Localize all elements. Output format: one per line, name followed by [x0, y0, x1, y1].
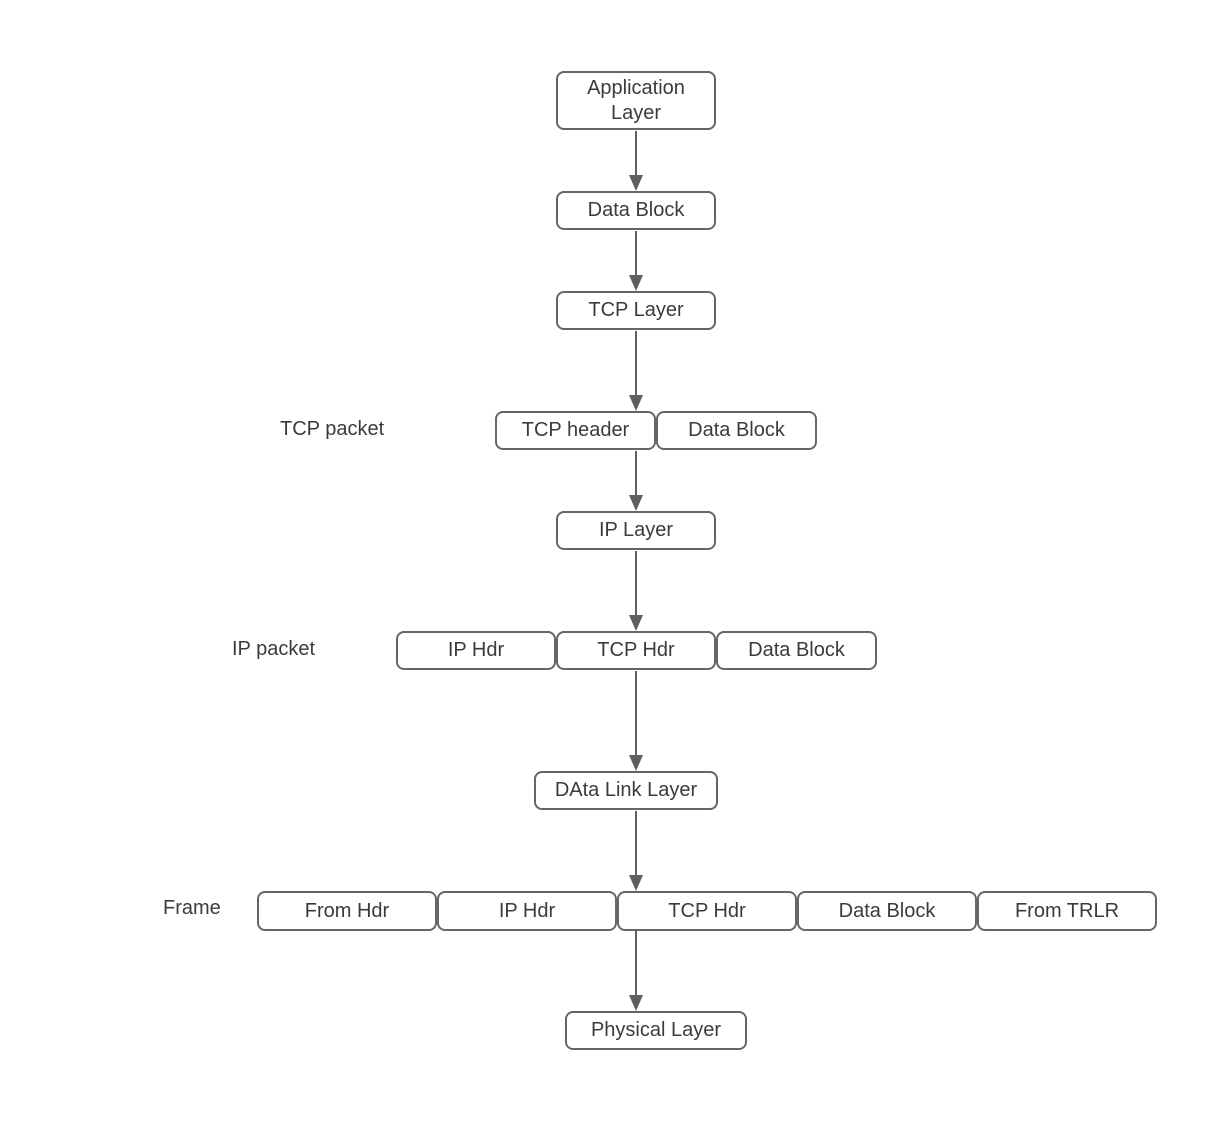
node-frame-ip-hdr: IP Hdr: [437, 891, 617, 931]
arrow-application-to-data-block: [629, 131, 643, 191]
label-tcp-packet: TCP packet: [280, 418, 385, 440]
arrow-ip-layer-to-ip-packet: [629, 551, 643, 631]
arrow-tcp-layer-to-tcp-packet: [629, 331, 643, 411]
node-frame-from-trlr: From TRLR: [977, 891, 1157, 931]
arrow-data-block-to-tcp-layer: [629, 231, 643, 291]
node-frame-tcp-hdr: TCP Hdr: [617, 891, 797, 931]
arrow-data-link-layer-to-frame: [629, 811, 643, 891]
node-tcp-packet-data-block: Data Block: [656, 411, 817, 450]
node-tcp-layer: TCP Layer: [556, 291, 716, 330]
node-application-layer: Application Layer: [556, 71, 716, 130]
node-ip-packet-ip-hdr: IP Hdr: [396, 631, 556, 670]
arrow-tcp-packet-to-ip-layer: [629, 451, 643, 511]
arrow-frame-to-physical-layer: [629, 931, 643, 1011]
node-frame-from-hdr: From Hdr: [257, 891, 437, 931]
node-frame-data-block: Data Block: [797, 891, 977, 931]
node-ip-packet-data-block: Data Block: [716, 631, 877, 670]
label-frame: Frame: [163, 897, 221, 919]
node-tcp-packet-tcp-header: TCP header: [495, 411, 656, 450]
node-data-block: Data Block: [556, 191, 716, 230]
node-data-link-layer: DAta Link Layer: [534, 771, 718, 810]
node-physical-layer: Physical Layer: [565, 1011, 747, 1050]
node-ip-packet-tcp-hdr: TCP Hdr: [556, 631, 716, 670]
label-ip-packet: IP packet: [232, 638, 316, 660]
node-ip-layer: IP Layer: [556, 511, 716, 550]
arrow-ip-packet-to-data-link-layer: [629, 671, 643, 771]
